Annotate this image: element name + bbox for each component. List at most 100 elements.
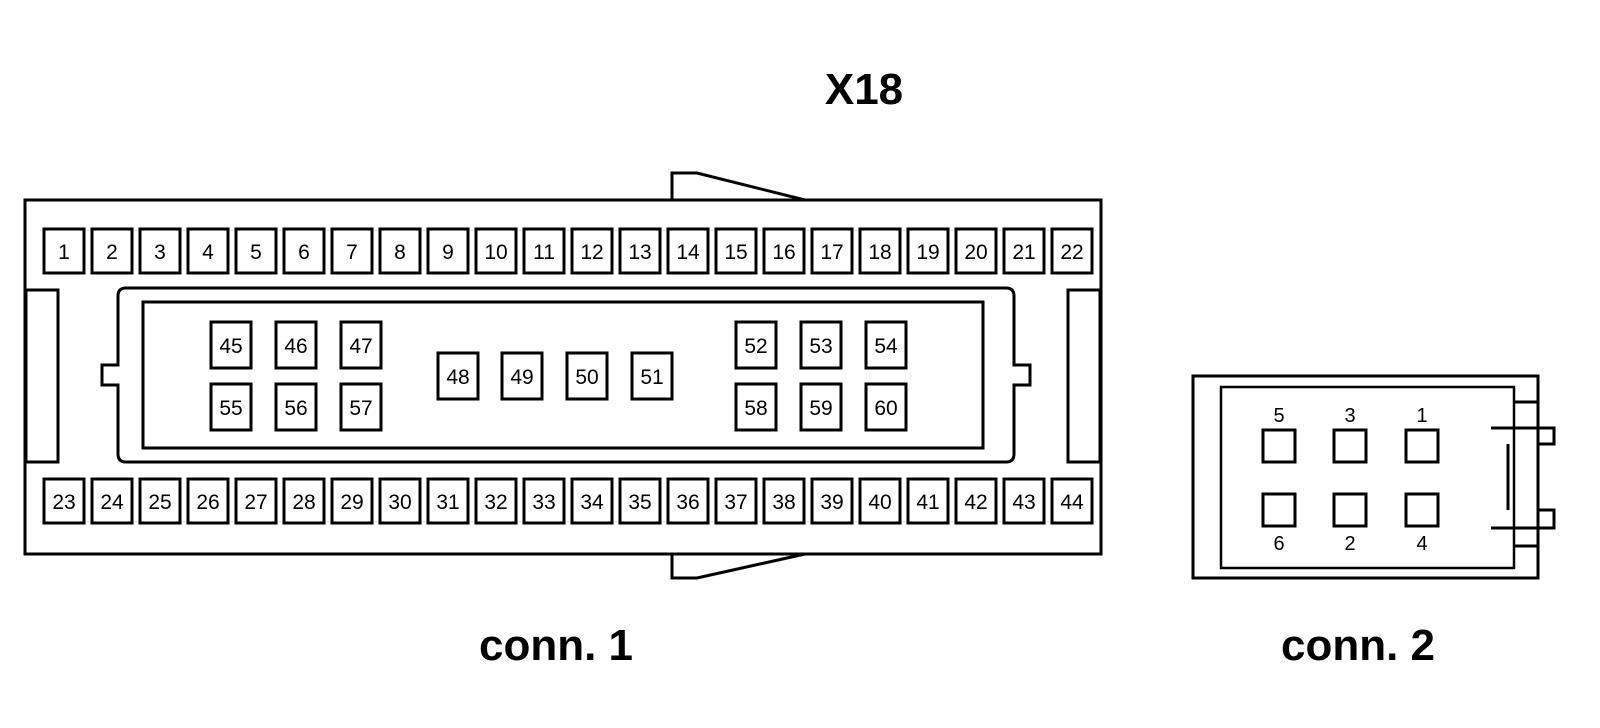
pin-53: 53 (799, 320, 843, 370)
pin-box (858, 227, 902, 275)
pin-21: 21 (1002, 227, 1046, 275)
pin-number: 41 (916, 491, 939, 514)
pin-46: 46 (274, 320, 318, 370)
pin-number: 15 (724, 241, 747, 264)
pin-box (570, 477, 614, 525)
pin-8: 8 (378, 227, 422, 275)
pin-box (274, 382, 318, 432)
pin-box (186, 477, 230, 525)
pin-number: 2 (106, 241, 118, 264)
pin-40: 40 (858, 477, 902, 525)
pin-box (1050, 227, 1094, 275)
pin-number: 47 (349, 335, 372, 358)
pin-box (1404, 428, 1440, 464)
pin-number: 30 (388, 491, 411, 514)
pin-box (330, 227, 374, 275)
pin-number: 22 (1060, 241, 1083, 264)
pin-number: 16 (772, 241, 795, 264)
pin-label-2: 2 (1344, 533, 1355, 555)
pin-number: 31 (436, 491, 459, 514)
pin-12: 12 (570, 227, 614, 275)
pin-15: 15 (714, 227, 758, 275)
pin-number: 23 (52, 491, 75, 514)
connector-2-latch (1491, 400, 1556, 548)
pin-c2-6 (1261, 492, 1297, 528)
pin-box (1261, 492, 1297, 528)
connector-1 (23, 171, 1103, 580)
pin-33: 33 (522, 477, 566, 525)
pin-box (954, 477, 998, 525)
pin-27: 27 (234, 477, 278, 525)
pin-number: 39 (820, 491, 843, 514)
pin-number: 5 (250, 241, 262, 264)
pin-box (799, 382, 843, 432)
pin-box (522, 477, 566, 525)
connector-2-inner-frame (1219, 385, 1516, 570)
pin-number: 57 (349, 397, 372, 420)
pin-box (618, 477, 662, 525)
pin-box (906, 477, 950, 525)
pin-55: 55 (209, 382, 253, 432)
pin-box (234, 477, 278, 525)
pin-38: 38 (762, 477, 806, 525)
pin-14: 14 (666, 227, 710, 275)
pin-20: 20 (954, 227, 998, 275)
connector-1-left-guide (24, 288, 60, 464)
pin-45: 45 (209, 320, 253, 370)
pin-4: 4 (186, 227, 230, 275)
pin-box (954, 227, 998, 275)
pin-c2-4 (1404, 492, 1440, 528)
pin-47: 47 (339, 320, 383, 370)
pin-number: 9 (442, 241, 454, 264)
pin-number: 56 (284, 397, 307, 420)
pin-number: 10 (484, 241, 507, 264)
pin-59: 59 (799, 382, 843, 432)
pin-box (330, 477, 374, 525)
pin-c2-1 (1404, 428, 1440, 464)
pin-number: 19 (916, 241, 939, 264)
pin-box (565, 351, 609, 401)
pin-25: 25 (138, 477, 182, 525)
pin-box (570, 227, 614, 275)
pin-number: 26 (196, 491, 219, 514)
pin-box (282, 477, 326, 525)
pin-box (714, 227, 758, 275)
pin-box (762, 477, 806, 525)
pin-box (282, 227, 326, 275)
pin-number: 33 (532, 491, 555, 514)
pin-22: 22 (1050, 227, 1094, 275)
pin-36: 36 (666, 477, 710, 525)
pin-box (90, 477, 134, 525)
pin-label-5: 5 (1273, 405, 1284, 427)
pin-23: 23 (42, 477, 86, 525)
pin-box (339, 382, 383, 432)
pin-box (714, 477, 758, 525)
pin-number: 24 (100, 491, 124, 514)
pin-5: 5 (234, 227, 278, 275)
pin-number: 8 (394, 241, 406, 264)
pin-34: 34 (570, 477, 614, 525)
pin-number: 20 (964, 241, 987, 264)
pin-30: 30 (378, 477, 422, 525)
pin-box (666, 227, 710, 275)
pin-box (734, 382, 778, 432)
pin-box (474, 227, 518, 275)
pin-label-1: 1 (1416, 405, 1427, 427)
pin-number: 21 (1012, 241, 1035, 264)
pin-17: 17 (810, 227, 854, 275)
pin-box (1261, 428, 1297, 464)
pin-number: 29 (340, 491, 363, 514)
pin-box (426, 227, 470, 275)
pin-number: 51 (640, 366, 663, 389)
pin-number: 4 (202, 241, 214, 264)
pin-box (1404, 492, 1440, 528)
pin-number: 60 (874, 397, 897, 420)
pin-41: 41 (906, 477, 950, 525)
pin-number: 14 (676, 241, 700, 264)
pin-box (42, 227, 86, 275)
pin-number: 45 (219, 335, 242, 358)
pin-9: 9 (426, 227, 470, 275)
pin-19: 19 (906, 227, 950, 275)
